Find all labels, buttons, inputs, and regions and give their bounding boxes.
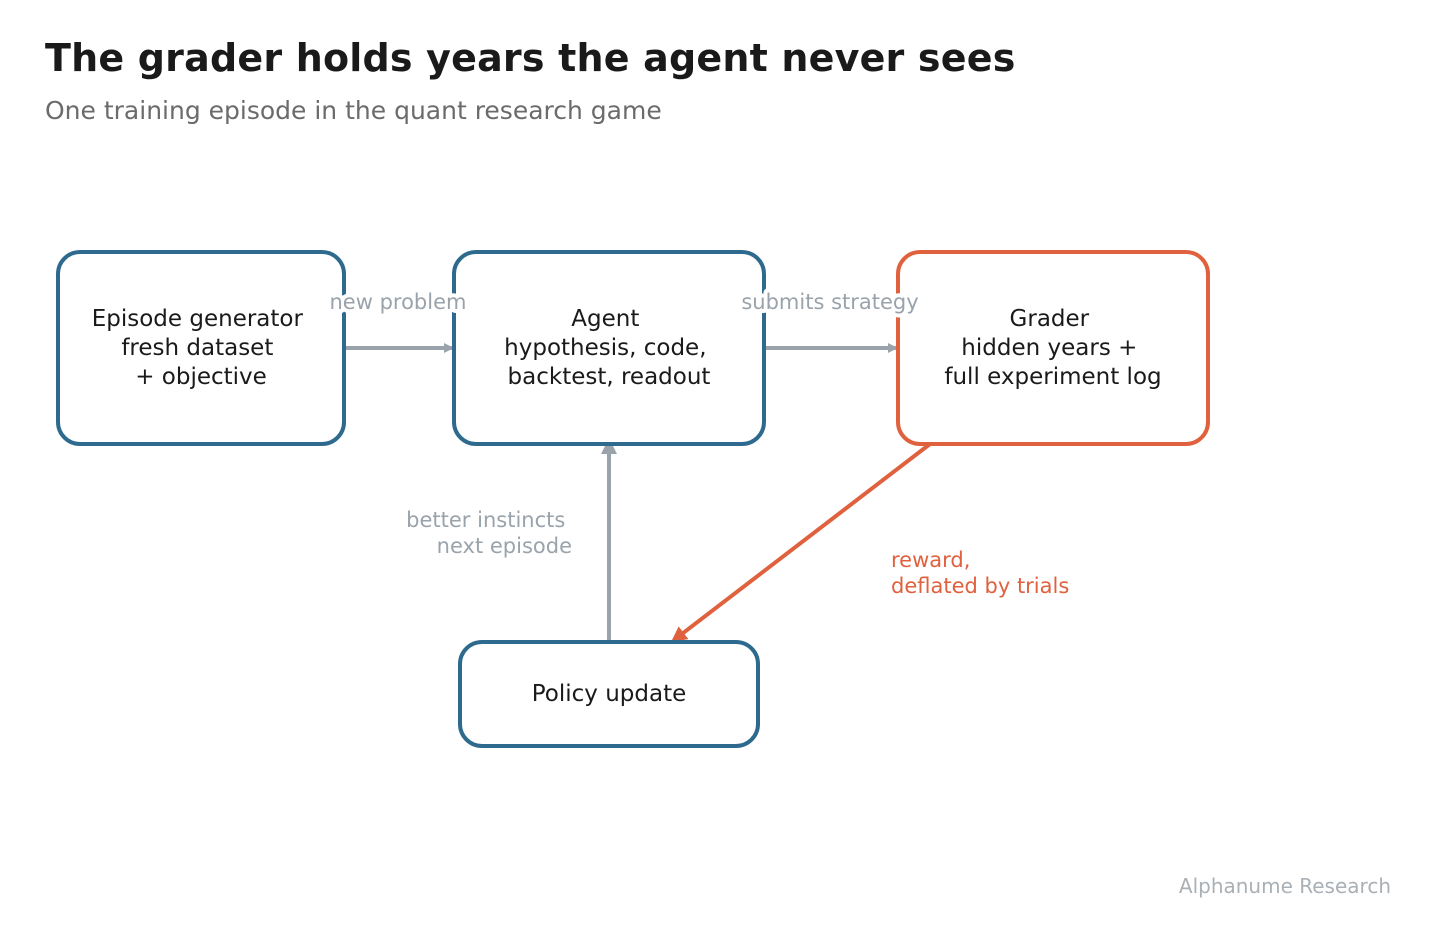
edge-label-new-problem: new problem	[330, 290, 467, 314]
svg-text:Grader hidden years +: Grader hidden years + full experiment lo…	[944, 306, 1161, 390]
better-instincts-line-2: next episode	[437, 534, 572, 558]
better-instincts-line-1: better instincts	[406, 508, 565, 532]
svg-text:Policy update: Policy update	[532, 681, 687, 707]
agent-line-2: hypothesis, code,	[504, 335, 706, 361]
node-agent: Agent hypothesis, code, backtest, readou…	[452, 250, 766, 446]
edge-label-reward: reward, deflated by trials	[891, 548, 1069, 598]
footer-credit: Alphanume Research	[1178, 874, 1391, 898]
edge-label-submits-strategy: submits strategy	[741, 290, 918, 314]
node-policy-update: Policy update	[458, 640, 760, 748]
svg-text:Episode generator fresh: Episode generator fresh dataset + object…	[92, 306, 311, 390]
node-episode-generator: Episode generator fresh dataset + object…	[56, 250, 346, 446]
generator-line-2: fresh dataset	[121, 335, 273, 361]
generator-line-3: + objective	[135, 364, 267, 390]
policy-line-1: Policy update	[532, 681, 687, 707]
grader-line-1: Grader	[1010, 306, 1090, 332]
agent-line-3: backtest, readout	[508, 364, 711, 390]
page-subtitle: One training episode in the quant resear…	[45, 96, 662, 125]
grader-line-3: full experiment log	[944, 364, 1161, 390]
page-title: The grader holds years the agent never s…	[45, 36, 1016, 80]
generator-line-1: Episode generator	[92, 306, 304, 332]
reward-line-1: reward,	[891, 548, 970, 572]
grader-line-2: hidden years +	[961, 335, 1137, 361]
node-grader: Grader hidden years + full experiment lo…	[896, 250, 1210, 446]
agent-line-1: Agent	[571, 306, 639, 332]
reward-line-2: deflated by trials	[891, 574, 1069, 598]
edge-grader-to-policy	[670, 442, 932, 643]
svg-text:Agent hypothesis, code,: Agent hypothesis, code, backtest, readou…	[504, 306, 714, 390]
edge-label-better-instincts: better instincts next episode	[406, 508, 572, 558]
